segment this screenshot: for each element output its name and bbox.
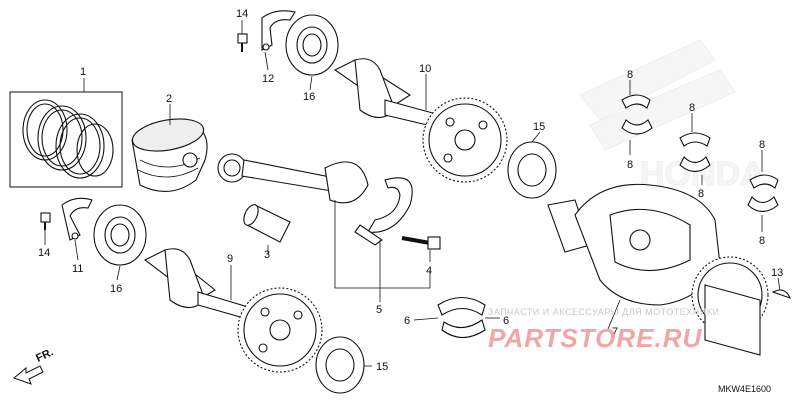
callout-13: 13 [771, 267, 783, 279]
front-arrow-icon [13, 365, 44, 385]
callout-14-lower: 14 [38, 247, 50, 259]
balancer-shaft-lower [143, 248, 323, 373]
callout-16-lower: 16 [110, 283, 122, 295]
callout-5: 5 [376, 304, 382, 316]
needle-bearing-lower [315, 336, 365, 394]
piston-pin [243, 204, 291, 243]
callout-6-left: 6 [404, 315, 410, 327]
callout-8-a: 8 [627, 69, 633, 81]
callout-8-d: 8 [698, 188, 704, 200]
callout-15-upper: 15 [533, 121, 545, 133]
callout-12: 12 [262, 73, 274, 85]
honda-logo-watermark: HONDA [579, 39, 765, 193]
ball-bearing-lower [93, 204, 147, 266]
callout-6-right: 6 [503, 315, 509, 327]
diagram-code: MKW4E1600 [718, 384, 771, 394]
rod-bolt [401, 236, 441, 250]
callout-4: 4 [426, 265, 432, 277]
callouts: 1 2 3 4 5 6 6 7 8 8 8 8 8 8 9 10 11 12 1… [38, 8, 783, 373]
callout-8-f: 8 [759, 235, 765, 247]
needle-bearing-upper [507, 141, 557, 199]
callout-8-e: 8 [759, 139, 765, 151]
main-bearing-shells [621, 94, 779, 213]
front-label: FR. [34, 346, 55, 364]
rod-bearing-cap [354, 177, 413, 246]
watermark-top-text: ЗАПЧАСТИ И АКСЕССУАРЫ ДЛЯ МОТОТЕХНИКИ [488, 307, 719, 317]
callout-14-upper: 14 [236, 8, 248, 20]
callout-16-upper: 16 [303, 91, 315, 103]
ball-bearing-upper [285, 14, 339, 76]
callout-8-b: 8 [627, 159, 633, 171]
bolt-lower [40, 212, 51, 230]
front-direction-indicator: FR. [13, 346, 55, 385]
crank-bearing-shells [437, 296, 486, 339]
leader-lines [44, 20, 781, 367]
callout-11: 11 [72, 263, 83, 275]
callout-1: 1 [80, 66, 86, 78]
callout-3: 3 [264, 249, 270, 261]
bolt-upper [237, 33, 248, 52]
piston [131, 118, 208, 192]
woodruff-key [771, 289, 791, 299]
setting-plate-lower [61, 197, 93, 241]
callout-9: 9 [227, 253, 233, 265]
callout-8-c: 8 [689, 102, 695, 114]
callout-15-lower: 15 [376, 361, 388, 373]
setting-plate-upper [261, 10, 296, 51]
callout-2: 2 [166, 93, 172, 105]
watermark-brand: PARTSTORE.RU [488, 323, 702, 353]
connecting-rod [217, 153, 369, 204]
balancer-shaft-upper [333, 58, 508, 183]
piston-rings [9, 91, 123, 188]
callout-10: 10 [419, 63, 431, 75]
callout-7: 7 [612, 326, 618, 338]
crankshaft [547, 183, 769, 356]
